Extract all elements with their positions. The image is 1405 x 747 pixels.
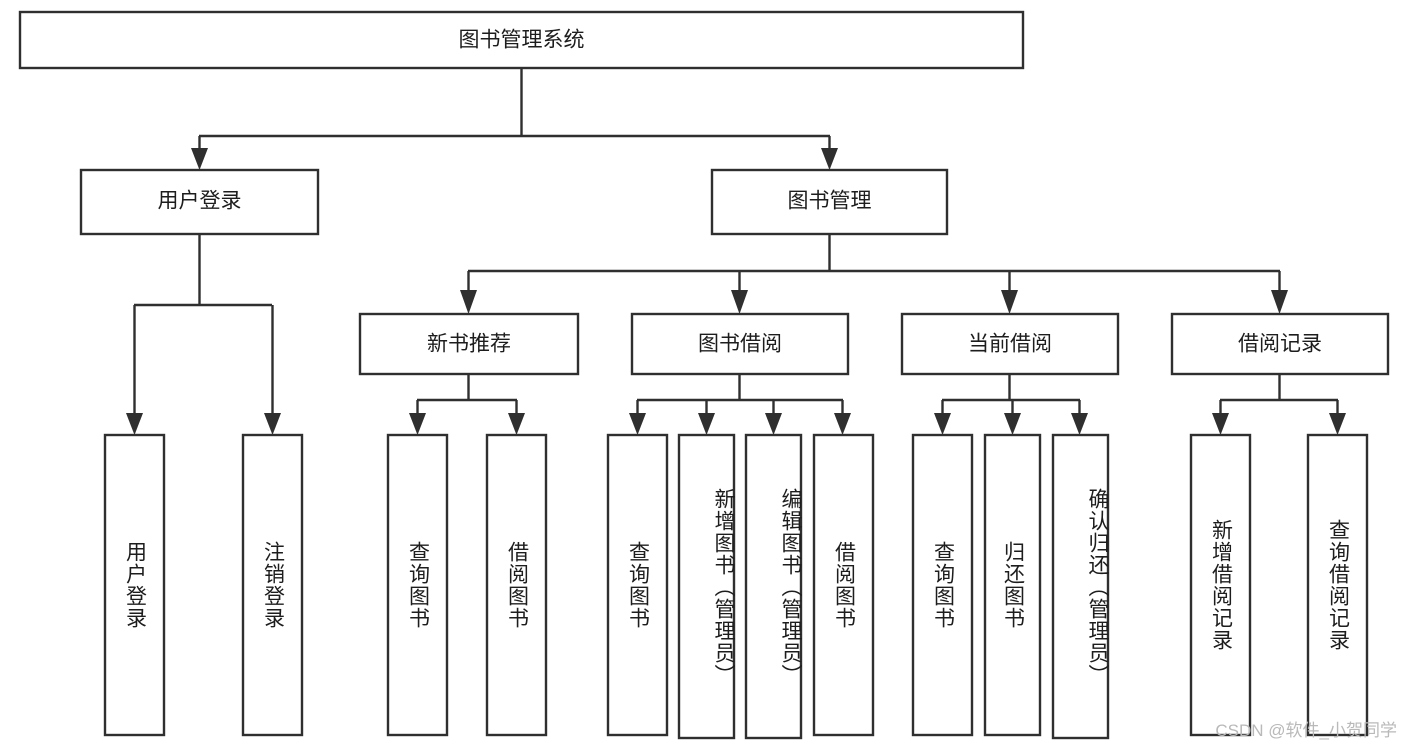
arrow-head-leaf-edit-book xyxy=(765,413,782,435)
node-leaf-query-book-1[interactable] xyxy=(386,433,449,737)
arrow-head-leaf-borrow-book-1 xyxy=(508,413,525,435)
node-current-borrow[interactable] xyxy=(900,312,1120,376)
node-book-borrow-label: 图书借阅 xyxy=(698,333,782,356)
node-leaf-user-login[interactable] xyxy=(103,433,166,737)
node-user-login[interactable] xyxy=(79,168,320,236)
arrow-head-leaf-logout xyxy=(264,413,281,435)
node-book-manage-label: 图书管理 xyxy=(788,190,872,213)
arrow-head-current-borrow xyxy=(1001,290,1018,314)
node-leaf-borrow-book-1[interactable] xyxy=(485,433,548,737)
node-leaf-query-book-2[interactable] xyxy=(606,433,669,737)
node-layer: 图书管理系统 用户登录 图书管理 新书推荐 图书借阅 当前借阅 借阅记录 xyxy=(18,10,1390,740)
arrow-head-leaf-return-book xyxy=(1004,413,1021,435)
node-leaf-return-book[interactable] xyxy=(983,433,1042,737)
arrow-head-new-book-rec xyxy=(460,290,477,314)
arrow-head-borrow-record xyxy=(1271,290,1288,314)
node-leaf-add-book[interactable] xyxy=(677,433,736,740)
node-leaf-confirm-return[interactable] xyxy=(1051,433,1110,740)
node-new-book-rec-label: 新书推荐 xyxy=(427,333,511,356)
node-leaf-logout[interactable] xyxy=(241,433,304,737)
node-current-borrow-label: 当前借阅 xyxy=(968,333,1052,356)
arrow-head-leaf-query-record xyxy=(1329,413,1346,435)
node-leaf-query-record[interactable] xyxy=(1306,433,1369,737)
node-leaf-edit-book[interactable] xyxy=(744,433,803,740)
csdn-watermark: CSDN @软件_小贺同学 xyxy=(1215,721,1397,740)
node-new-book-rec[interactable] xyxy=(358,312,580,376)
arrow-head-book-manage xyxy=(821,148,838,170)
node-leaf-query-book-3[interactable] xyxy=(911,433,974,737)
connector-layer xyxy=(126,68,1346,435)
node-borrow-record[interactable] xyxy=(1170,312,1390,376)
node-leaf-borrow-book-2[interactable] xyxy=(812,433,875,737)
node-root-label: 图书管理系统 xyxy=(459,29,585,52)
arrow-head-leaf-add-book xyxy=(698,413,715,435)
node-book-borrow[interactable] xyxy=(630,312,850,376)
arrow-head-leaf-user-login xyxy=(126,413,143,435)
node-user-login-label: 用户登录 xyxy=(158,190,242,213)
node-book-manage[interactable] xyxy=(710,168,949,236)
node-root[interactable] xyxy=(18,10,1025,70)
node-leaf-add-record[interactable] xyxy=(1189,433,1252,737)
arrow-head-book-borrow xyxy=(731,290,748,314)
node-borrow-record-label: 借阅记录 xyxy=(1238,333,1322,356)
arrow-head-leaf-query-book-3 xyxy=(934,413,951,435)
arrow-head-leaf-query-book-2 xyxy=(629,413,646,435)
arrow-head-user-login xyxy=(191,148,208,170)
arrow-head-leaf-confirm-return xyxy=(1071,413,1088,435)
arrow-head-leaf-borrow-book-2 xyxy=(834,413,851,435)
arrow-head-leaf-add-record xyxy=(1212,413,1229,435)
arrow-head-leaf-query-book-1 xyxy=(409,413,426,435)
